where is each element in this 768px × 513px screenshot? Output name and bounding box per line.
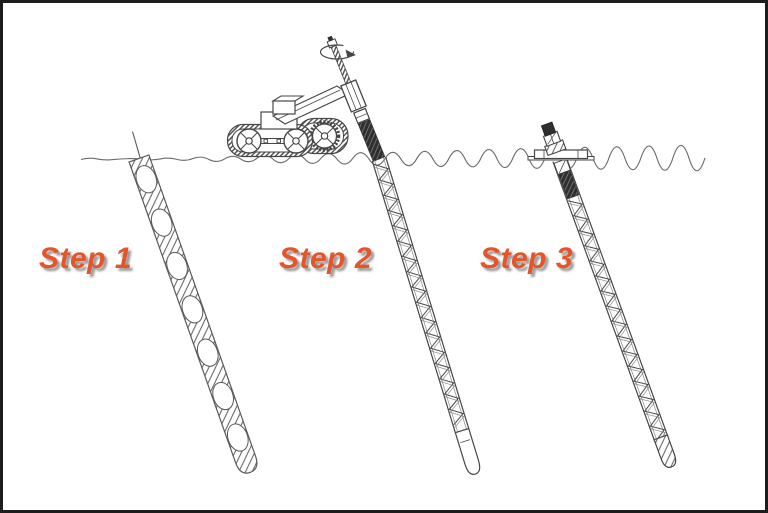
step-2-label: Step 2: [279, 242, 373, 275]
drill-head: [340, 79, 368, 113]
top-nut: [540, 121, 557, 137]
drive-sprocket: [308, 120, 341, 152]
front-track: [226, 123, 314, 158]
road-wheel-left: [236, 128, 262, 154]
auger-tip: [454, 427, 481, 475]
drill-rig: [226, 85, 351, 158]
rotation-arrow-icon: [319, 44, 356, 60]
axle-bar: [258, 138, 287, 144]
auger-flights: [374, 164, 464, 426]
installation-diagram: [80, 35, 706, 475]
anchor-nut-stack: [540, 121, 567, 157]
step-1-label: Step 1: [39, 242, 133, 275]
drill-string-line: [131, 131, 142, 160]
borehole-spiral-loops: [135, 165, 249, 452]
bearing-plate: [527, 149, 595, 161]
anchor-flights: [568, 200, 666, 442]
anchor-tip: [653, 434, 677, 468]
step3-anchor: [527, 121, 677, 468]
dark-rod-section: [357, 119, 386, 162]
anchor-shaft: [552, 156, 669, 445]
rig-cab: [271, 95, 305, 115]
auger-shaft: [371, 156, 470, 433]
step2-auger: [319, 35, 481, 475]
anchor-dark-section: [558, 169, 580, 200]
road-wheel-right: [283, 128, 309, 154]
rod-coupler: [352, 107, 371, 125]
step1-borehole: [128, 131, 258, 474]
step-3-label: Step 3: [480, 242, 574, 275]
ground-line: [80, 144, 706, 172]
